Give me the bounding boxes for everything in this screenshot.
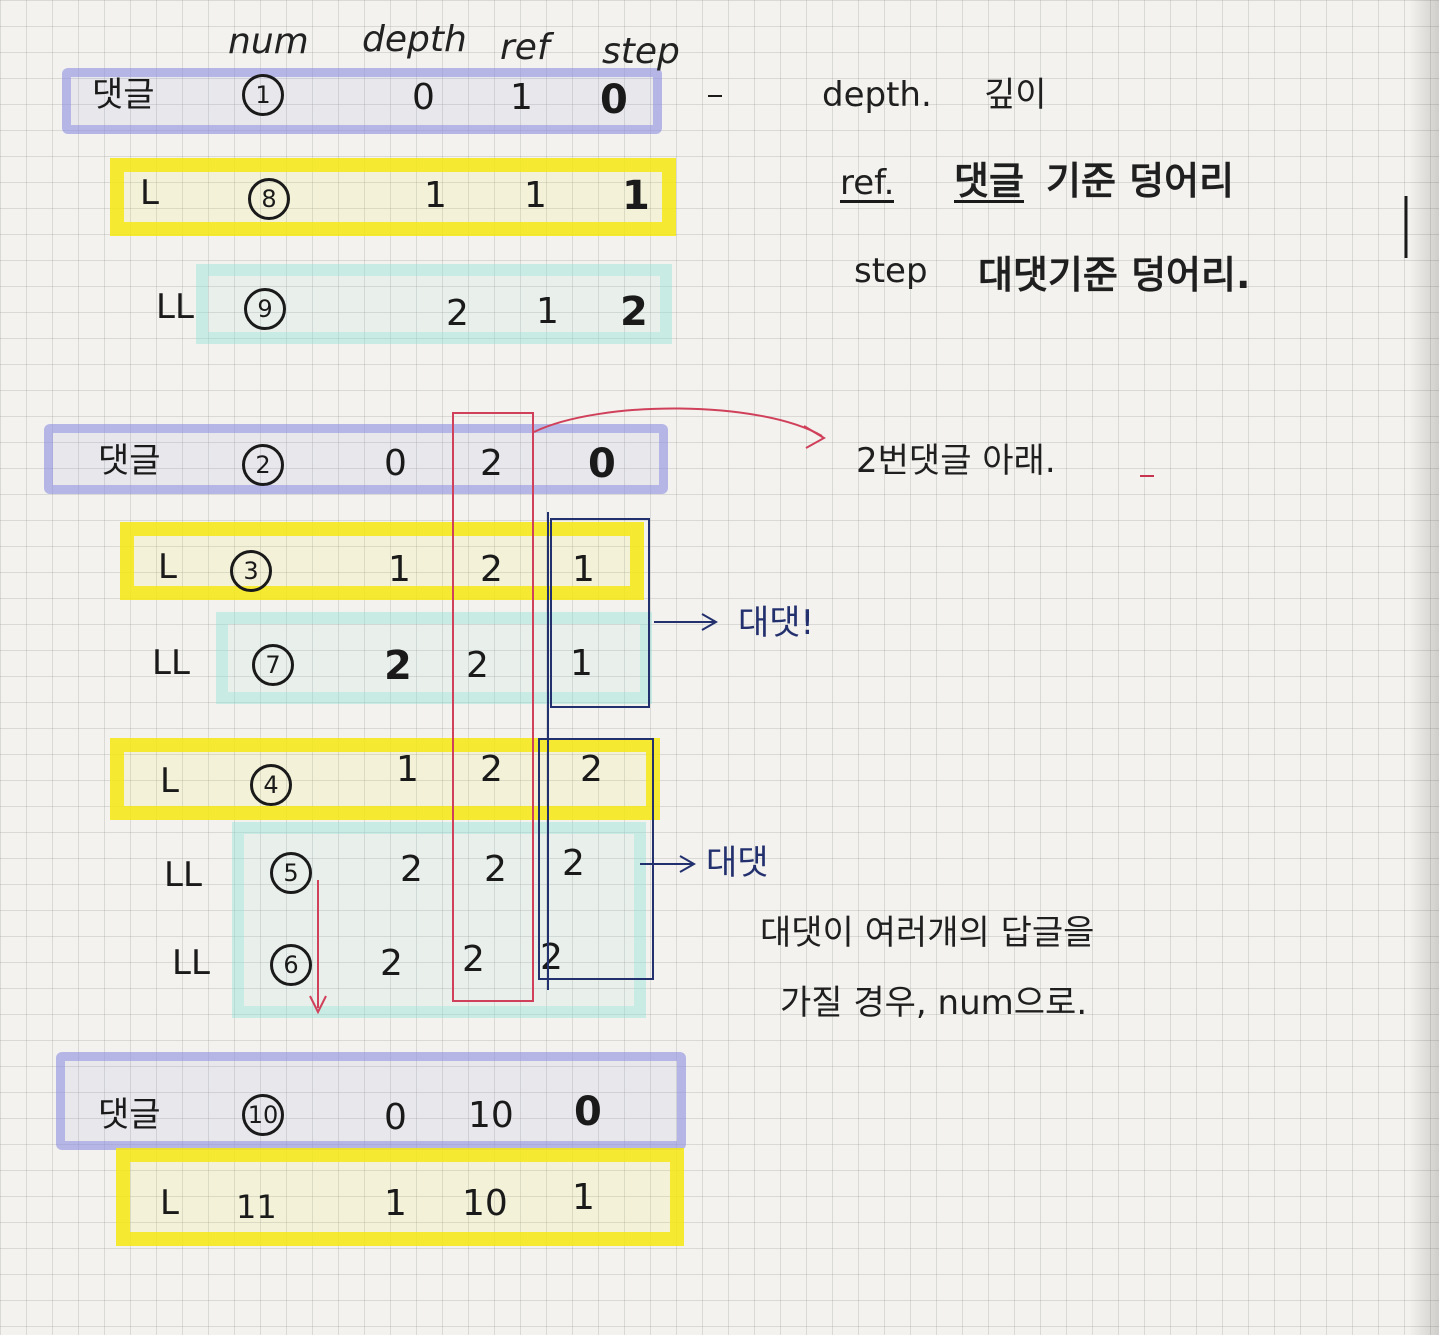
header-num: num — [228, 21, 309, 62]
highlight-row-1 — [62, 68, 662, 134]
note-ref-text-a: 댓글 — [954, 159, 1024, 203]
row-ref: 2 — [484, 849, 507, 890]
row-ref: 10 — [462, 1183, 508, 1224]
note-rule-line-1: 대댓이 여러개의 답글을 — [760, 913, 1095, 953]
row-depth: 2 — [384, 643, 412, 689]
header-step: step — [602, 31, 680, 72]
row-label: 댓글 — [98, 441, 161, 481]
note-rule-line-2: 가질 경우, num으로. — [780, 983, 1088, 1023]
row-ref: 1 — [510, 77, 533, 118]
highlight-row-9 — [196, 264, 672, 344]
ref-group-box — [452, 412, 534, 1002]
row-ref: 10 — [468, 1095, 514, 1136]
row-num: 5 — [270, 852, 312, 894]
row-step: 1 — [622, 173, 650, 219]
red-arrow-head — [803, 425, 826, 449]
note-group-under-comment-2: 2번댓글 아래. — [856, 441, 1056, 481]
row-step: 2 — [540, 937, 563, 978]
row-num: 4 — [250, 764, 292, 806]
row-ref: 2 — [466, 645, 489, 686]
row-depth: 1 — [424, 175, 447, 216]
row-num: 6 — [270, 944, 312, 986]
row-label: L — [158, 547, 177, 587]
row-num: 8 — [248, 178, 290, 220]
row-depth: 0 — [384, 1097, 407, 1138]
row-num: 7 — [252, 644, 294, 686]
row-ref: 2 — [480, 443, 503, 484]
note-ref-key: ref. — [840, 163, 895, 203]
row-label: LL — [156, 287, 194, 327]
row-ref: 2 — [480, 549, 503, 590]
row-step: 1 — [572, 1177, 595, 1218]
row-label: LL — [152, 643, 190, 683]
row-num: 11 — [236, 1188, 277, 1226]
row-ref: 2 — [462, 939, 485, 980]
highlight-row-10 — [56, 1052, 686, 1150]
row-ref: 2 — [480, 749, 503, 790]
row-label: L — [160, 1183, 179, 1223]
blue-arrow-2-head — [679, 855, 697, 873]
row-step: 2 — [580, 749, 603, 790]
row-step: 0 — [588, 441, 616, 487]
row-depth: 2 — [446, 293, 469, 334]
row-ref: 1 — [524, 175, 547, 216]
row-num: 9 — [244, 288, 286, 330]
row-step: 0 — [574, 1089, 602, 1135]
note-ref-text-b: 기준 덩어리 — [1046, 159, 1235, 203]
row-depth: 1 — [388, 549, 411, 590]
row-step: 0 — [600, 77, 628, 123]
row-depth: 0 — [412, 77, 435, 118]
row-step: 1 — [572, 549, 595, 590]
row-depth: 2 — [380, 943, 403, 984]
row-num: 2 — [242, 444, 284, 486]
row-label: LL — [172, 943, 210, 983]
header-depth: depth — [362, 19, 467, 60]
note-reply-2: 대댓 — [706, 843, 769, 883]
step-box-reply-2 — [538, 738, 654, 980]
row-label: LL — [164, 855, 202, 895]
row-label: 댓글 — [92, 75, 155, 115]
row-depth: 1 — [384, 1183, 407, 1224]
row-num: 10 — [242, 1094, 284, 1136]
note-depth-text: 깊이 — [984, 75, 1047, 115]
highlight-row-11 — [116, 1148, 684, 1246]
note-step-key: step — [854, 251, 928, 291]
row-depth: 2 — [400, 849, 423, 890]
note-reply-1: 대댓! — [738, 603, 815, 643]
row-depth: 1 — [396, 749, 419, 790]
row-num: 1 — [242, 74, 284, 116]
row-step: 2 — [562, 843, 585, 884]
row-label: 댓글 — [98, 1095, 161, 1135]
header-ref: ref — [500, 27, 550, 68]
note-step-text: 대댓기준 덩어리. — [978, 253, 1251, 297]
row-label: L — [160, 761, 179, 801]
row-step: 1 — [570, 643, 593, 684]
row-depth: 0 — [384, 443, 407, 484]
row-ref: 1 — [536, 291, 559, 332]
step-box-reply-1 — [550, 518, 650, 708]
highlight-row-3 — [120, 522, 644, 600]
blue-arrow-1-head — [701, 613, 719, 631]
highlight-row-4 — [110, 738, 660, 820]
row-label: L — [140, 173, 159, 213]
note-depth-key: depth. — [822, 75, 932, 115]
highlight-row-8 — [110, 158, 676, 236]
row-num: 3 — [230, 550, 272, 592]
page-edge-shadow — [1409, 0, 1439, 1335]
row-step: 2 — [620, 289, 648, 335]
